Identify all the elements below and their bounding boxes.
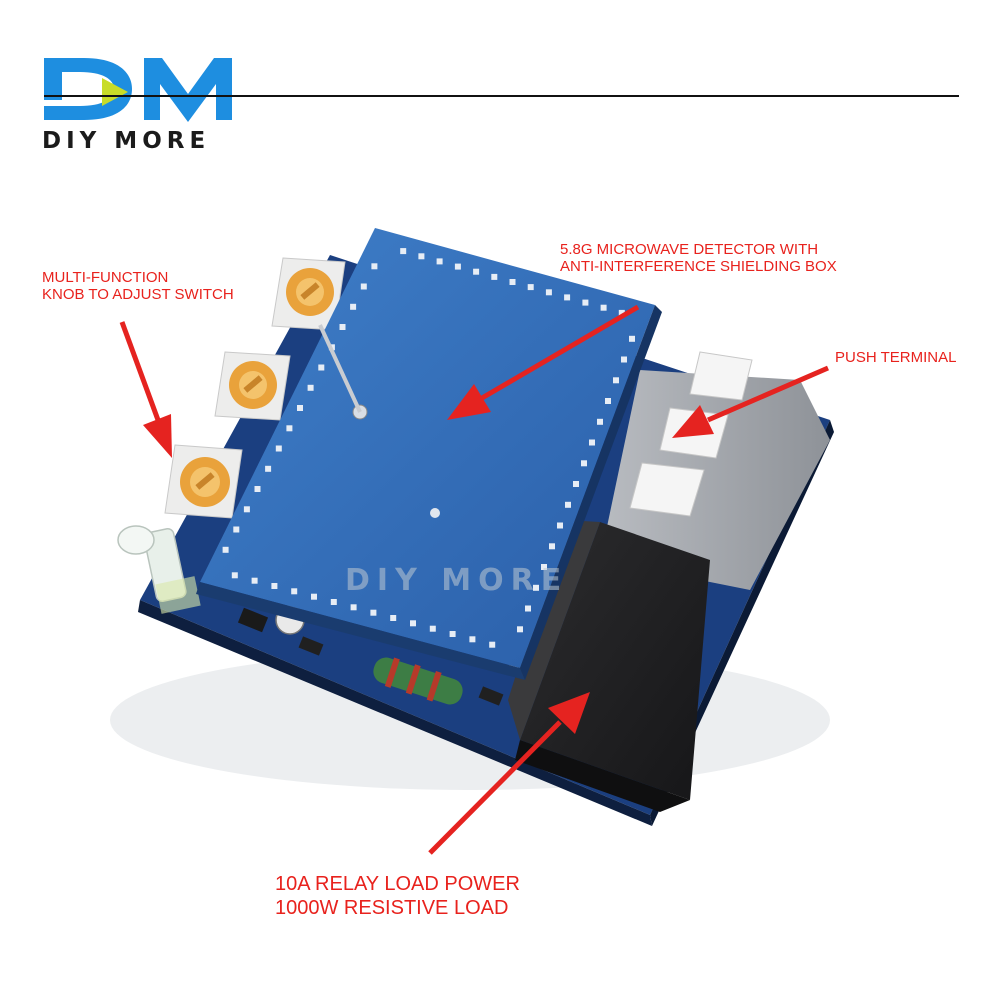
via-pad (390, 615, 397, 621)
via-pad (582, 299, 589, 306)
via-pad (517, 626, 523, 633)
via-pad (251, 577, 258, 584)
watermark: DIY MORE (345, 563, 569, 598)
antenna-wire (318, 324, 362, 413)
label-terminal: PUSH TERMINAL (835, 349, 957, 367)
via-pad (618, 309, 625, 316)
via-pad (318, 364, 325, 371)
via-pad (436, 258, 443, 265)
via-pad (549, 543, 555, 550)
via-pad (557, 522, 563, 529)
via-pad (565, 501, 571, 508)
via-pad (564, 294, 571, 301)
smd-component (237, 607, 269, 633)
via-pad (629, 335, 635, 342)
via-pad (621, 356, 627, 363)
via-pad (573, 481, 579, 487)
via-pad (265, 465, 272, 472)
label-relay-line1: 10A RELAY LOAD POWER (275, 873, 520, 895)
label-knob-line1: MULTI-FUNCTION (42, 269, 169, 286)
via-pad (527, 284, 534, 291)
via-pad (311, 593, 317, 600)
logo-arrow-icon (102, 78, 128, 106)
led (117, 525, 201, 614)
label-knob-line2: KNOB TO ADJUST SWITCH (42, 285, 234, 303)
smd-component (478, 686, 504, 706)
brand-logo: DIY MORE (40, 52, 240, 162)
via-pad (231, 572, 238, 579)
via-pad (400, 248, 407, 255)
via-pad (370, 609, 377, 616)
via-pad (243, 506, 250, 513)
via-pad (581, 460, 587, 467)
potentiometer-2 (214, 351, 291, 421)
via-pad (291, 588, 298, 595)
via-pad (473, 268, 480, 275)
via-pad (271, 583, 278, 589)
via-pad (525, 605, 531, 612)
via-pad (533, 584, 539, 591)
via-pad (297, 405, 303, 411)
via-pad (371, 263, 378, 270)
via-pad (605, 398, 611, 404)
label-relay-line2: 1000W RESISTIVE LOAD (275, 897, 509, 919)
via-pad (275, 445, 282, 452)
via-pad (350, 604, 357, 611)
via-pad (222, 546, 229, 553)
logo-name: DIY MORE (42, 128, 211, 154)
via-pad (233, 526, 240, 533)
via-pad (597, 418, 603, 425)
via-pad (418, 253, 425, 260)
via-pad (339, 324, 346, 330)
label-detector-line1: 5.8G MICROWAVE DETECTOR WITH (560, 241, 819, 258)
via-pad (509, 279, 516, 285)
via-pad (360, 283, 367, 290)
via-pad (454, 263, 461, 270)
potentiometer-3 (164, 444, 243, 519)
smd-component (298, 636, 324, 656)
label-detector-line2: ANTI-INTERFERENCE SHIELDING BOX (560, 257, 837, 275)
label-terminal-line1: PUSH TERMINAL (835, 349, 957, 366)
via-pad (469, 636, 476, 643)
via-pad (600, 304, 607, 311)
header-divider (44, 95, 959, 97)
via-pad (613, 377, 619, 384)
via-pad (589, 439, 595, 446)
label-detector: 5.8G MICROWAVE DETECTOR WITH ANTI-INTERF… (560, 241, 837, 276)
via-pad (330, 599, 337, 605)
label-relay: 10A RELAY LOAD POWER 1000W RESISTIVE LOA… (275, 872, 520, 920)
via-pad (429, 625, 436, 632)
via-pad (286, 425, 293, 432)
via-pad (491, 273, 498, 280)
via-pad (254, 486, 261, 492)
label-knob: MULTI-FUNCTION KNOB TO ADJUST SWITCH (42, 269, 234, 304)
via-pad (410, 620, 416, 627)
via-pad (307, 384, 314, 391)
logo-mark (44, 58, 232, 122)
via-pad (449, 631, 456, 637)
inductor (373, 657, 463, 705)
via-pad (350, 303, 357, 310)
via-pad (489, 641, 496, 648)
logo-letter-d (44, 58, 132, 120)
via-pad (545, 289, 552, 296)
logo-letter-m (144, 58, 232, 122)
via-pad (541, 564, 547, 570)
